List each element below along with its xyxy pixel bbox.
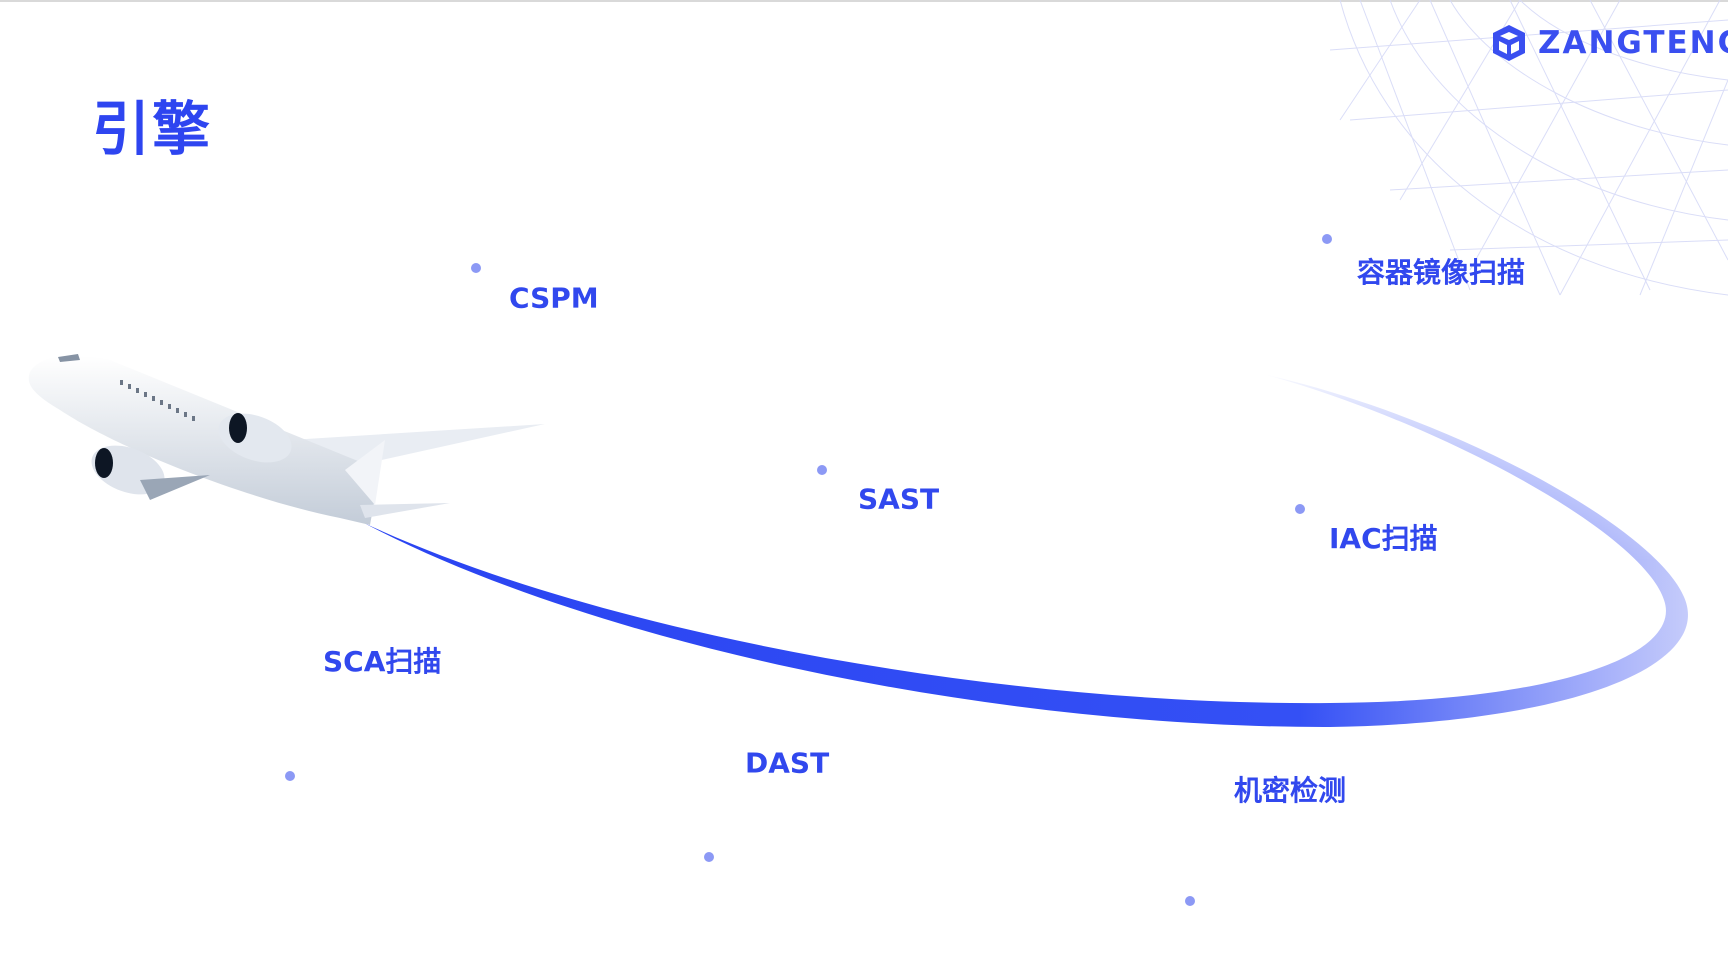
connector-sca (285, 505, 295, 781)
airplane-illustration (28, 354, 545, 525)
connector-container (1322, 234, 1332, 400)
page-title: 引擎 (92, 95, 213, 163)
engine-label-sast: SAST (858, 482, 940, 516)
engine-label-secret-detection: 机密检测 (1234, 774, 1347, 807)
engine-label-iac-scan: IAC扫描 (1329, 522, 1438, 555)
engine-label-cspm: CSPM (509, 281, 599, 315)
connector-dast (704, 645, 714, 862)
connector-sast (817, 465, 827, 648)
connector-cspm (471, 263, 481, 555)
flight-trail (364, 375, 1688, 728)
cube-logo-icon (1493, 25, 1525, 61)
engine-label-dast: DAST (745, 746, 830, 780)
engine-label-sca-scan: SCA扫描 (323, 645, 442, 678)
connector-secret (1185, 722, 1195, 906)
brand-name: ZANGTENG (1538, 25, 1728, 61)
brand-logo: ZANGTENG (1490, 22, 1728, 64)
engine-label-container-scan: 容器镜像扫描 (1357, 256, 1526, 289)
top-border (0, 0, 1728, 2)
connector-iac (1295, 504, 1305, 697)
